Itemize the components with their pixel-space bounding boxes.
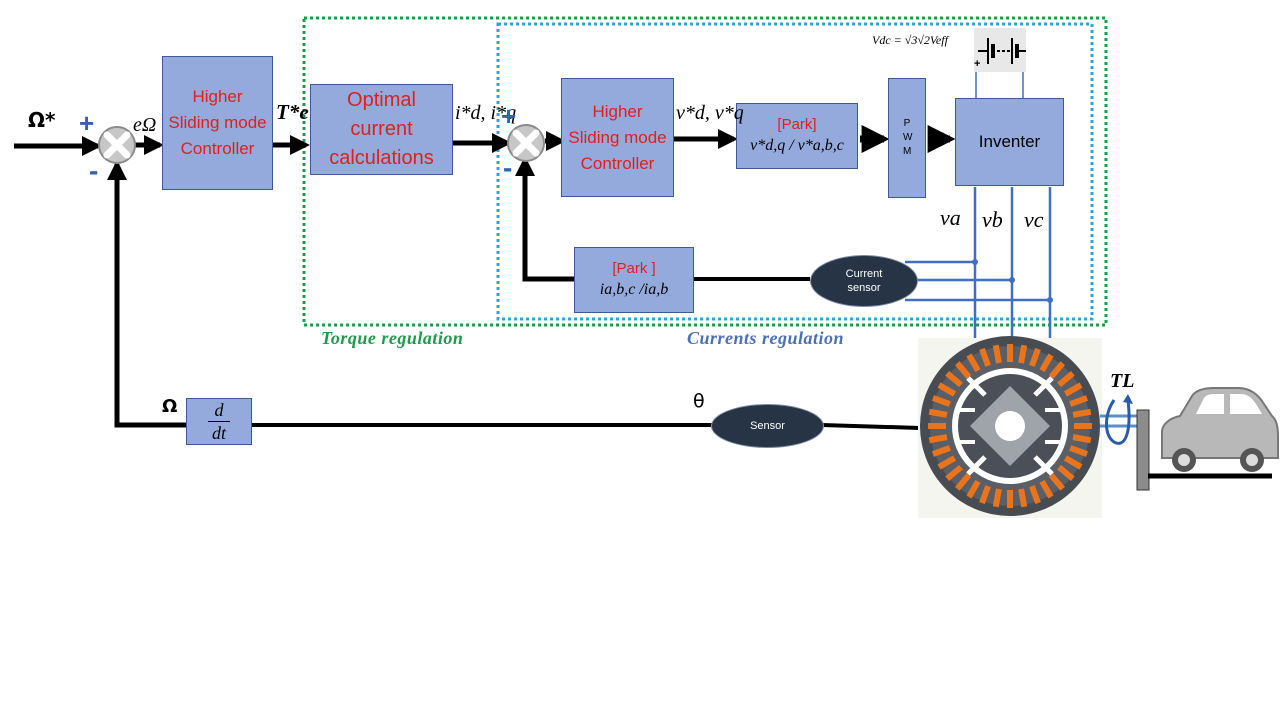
currents-regulation-region <box>496 22 1094 321</box>
speed-ref-label: Ω* <box>28 108 56 132</box>
rotation-arrow-icon <box>1100 394 1142 445</box>
park-inverse-formula: ia,b,c /ia,b <box>599 281 669 298</box>
stator-slot <box>928 423 946 429</box>
vdc-label: Vdc = √3√2Veff <box>872 33 948 47</box>
stator-slot <box>931 445 951 457</box>
battery-icon <box>974 28 1026 72</box>
sense-a-node <box>972 259 978 265</box>
derivative-denominator: dt <box>211 423 226 443</box>
derivative-numerator: d <box>214 400 224 420</box>
optimal-current-block: Optimal current calculations <box>310 84 453 175</box>
current-controller-label: Higher Sliding mode Controller <box>568 101 667 173</box>
battery-plus-label: + <box>974 58 981 70</box>
load-torque-label: TL <box>1110 370 1135 392</box>
park-forward-formula: v*d,q / v*a,b,c <box>750 137 844 154</box>
derivative-block: d dt <box>186 398 252 445</box>
inverter-label: Inventer <box>978 132 1041 151</box>
stator-slot <box>1063 455 1083 470</box>
sense-c-node <box>1047 297 1053 303</box>
park-inverse-title: [Park ] <box>612 260 656 277</box>
stator-slot <box>979 347 991 367</box>
stator-slot <box>1074 423 1092 429</box>
position-sensor-label: Sensor <box>750 420 785 432</box>
fraction-bar <box>208 421 230 422</box>
voltage-refs-label: v*d, v*q <box>676 102 744 124</box>
current-feedback-line <box>515 156 574 282</box>
sum1-plus-sign: + <box>79 108 95 138</box>
sensor-to-motor-line <box>821 423 921 430</box>
sense-b-node <box>1009 277 1015 283</box>
stator-slot <box>1029 347 1041 367</box>
stator-slot <box>1018 344 1028 364</box>
stator-slot <box>1069 445 1089 457</box>
motor-cross-section-icon <box>918 336 1102 518</box>
phase-b-label: vb <box>982 207 1003 232</box>
sum-cross-icon <box>507 124 545 162</box>
sum2-minus-sign: - <box>503 152 513 183</box>
current-controller-block: Higher Sliding mode Controller <box>561 78 674 197</box>
speed-feedback-line <box>107 160 186 428</box>
sum1-minus-sign: - <box>89 155 99 186</box>
park-forward-title: [Park] <box>777 116 817 133</box>
sum-cross-icon <box>98 126 136 164</box>
stator-slot <box>954 361 972 379</box>
optimal-current-label: Optimal current calculations <box>329 89 434 169</box>
stator-slot <box>945 464 963 482</box>
inverter-block: Inventer <box>955 98 1064 186</box>
stator-slot <box>1039 353 1054 373</box>
stator-slot <box>928 408 948 418</box>
speed-label: Ω <box>162 396 178 417</box>
torque-ref-label: T*e <box>276 100 309 124</box>
stator-slot <box>1007 490 1013 508</box>
stator-slot <box>966 479 981 499</box>
current-refs-label: i*d, i*q <box>455 102 517 124</box>
torque-regulation-region <box>302 16 1108 327</box>
stator-slot <box>954 473 972 491</box>
stator-slot <box>1048 473 1066 491</box>
stator-slot <box>1057 464 1075 482</box>
torque-regulation-label: Torque regulation <box>321 328 464 348</box>
position-sensor: Sensor <box>711 404 824 448</box>
stator-slot <box>1039 479 1054 499</box>
stator-slot <box>1072 408 1092 418</box>
stator-slot <box>1007 344 1013 362</box>
stator-slot <box>1063 382 1083 397</box>
speed-error-label: eΩ <box>133 114 157 136</box>
pwm-label: P W M <box>903 118 913 157</box>
stator-slot <box>937 455 957 470</box>
sum2-plus-sign: + <box>501 101 517 131</box>
stator-slot <box>928 434 948 444</box>
phase-c-label: vc <box>1024 207 1044 232</box>
stator-slot <box>1069 395 1089 407</box>
stator-slot <box>979 485 991 505</box>
stator-slot <box>992 344 1002 364</box>
stator-slot <box>931 395 951 407</box>
speed-controller-block: Higher Sliding mode Controller <box>162 56 273 190</box>
park-forward-block: [Park] v*d,q / v*a,b,c <box>736 103 858 169</box>
current-sensor: Current sensor <box>810 255 918 307</box>
stator-slot <box>945 370 963 388</box>
stator-slot <box>1048 361 1066 379</box>
park-inverse-block: [Park ] ia,b,c /ia,b <box>574 247 694 313</box>
currents-regulation-label: Currents regulation <box>687 328 845 348</box>
stator-slot <box>1057 370 1075 388</box>
stator-slot <box>966 353 981 373</box>
pwm-block: P W M <box>888 78 926 198</box>
speed-controller-label: Higher Sliding mode Controller <box>168 87 267 158</box>
angle-label: θ <box>693 390 705 412</box>
current-sensor-label: Current sensor <box>845 268 883 294</box>
car-icon <box>1161 387 1279 472</box>
stator-slot <box>1029 485 1041 505</box>
phase-a-label: va <box>940 205 961 230</box>
stator-slot <box>1018 488 1028 508</box>
stator-slot <box>937 382 957 397</box>
stator-slot <box>1072 434 1092 444</box>
load-plate <box>1136 409 1150 491</box>
stator-slot <box>992 488 1002 508</box>
